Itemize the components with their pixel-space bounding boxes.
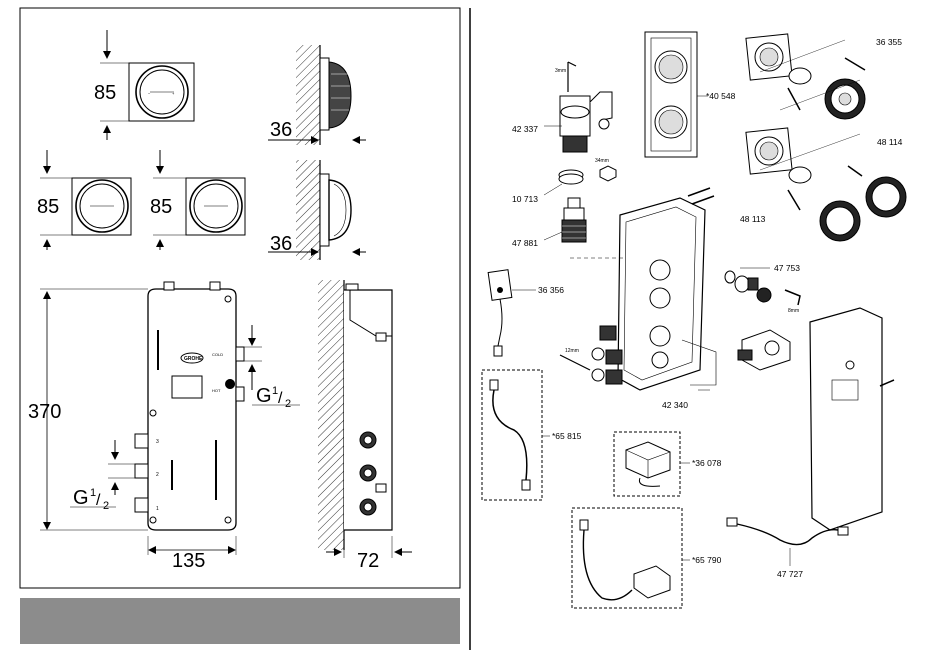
dim-top-button: 85	[94, 82, 116, 104]
part-valve	[562, 198, 586, 242]
port-3-label: 3	[156, 439, 159, 445]
button-plate-top: − +	[129, 63, 194, 121]
dim-right-button: 85	[150, 196, 172, 218]
label-65815: *65 815	[552, 431, 582, 441]
part-double-frame	[645, 32, 697, 157]
label-40548: *40 548	[706, 91, 736, 101]
label-12mm: 12mm	[565, 348, 579, 354]
part-power-supply-65790	[572, 508, 682, 608]
svg-text:/: /	[96, 492, 101, 509]
label-48113: 48 113	[740, 214, 766, 224]
body-front-view: GROHE COLD HOT 3 2 1	[135, 282, 244, 530]
label-48114: 48 114	[877, 137, 903, 147]
button-profile-top	[296, 45, 351, 145]
svg-text:G: G	[73, 487, 89, 509]
dim-depth-top: 36	[270, 119, 292, 141]
label-34mm: 34mm	[595, 158, 609, 164]
label-8mm: 8mm	[788, 308, 799, 314]
body-brand: GROHE	[184, 356, 203, 362]
thread-label-right: G 1 / 2	[256, 385, 291, 410]
label-47727: 47 727	[777, 569, 803, 579]
svg-text:2: 2	[285, 398, 291, 410]
label-42340: 42 340	[662, 400, 688, 410]
port-hot-label: HOT	[212, 388, 221, 393]
dim-body-height: 370	[28, 401, 61, 423]
dim-depth-bottom: 36	[270, 233, 292, 255]
dim-body-width: 135	[172, 550, 205, 572]
svg-text:G: G	[256, 385, 272, 407]
part-cable-65815	[482, 370, 542, 500]
part-cartridge	[560, 62, 612, 152]
dim-body-depth: 72	[357, 550, 379, 572]
label-36078: *36 078	[692, 458, 722, 468]
button-plate-right	[186, 178, 245, 235]
part-pressure-unit	[738, 330, 790, 370]
button-plate-left	[72, 178, 131, 235]
label-42337: 42 337	[512, 124, 538, 134]
part-mounting-frame	[810, 308, 894, 530]
svg-text:2: 2	[103, 500, 109, 512]
part-sensor	[488, 270, 512, 356]
label-47753: 47 753	[774, 263, 800, 273]
body-side-view	[318, 280, 392, 550]
part-check-valve	[725, 271, 800, 305]
svg-text:/: /	[278, 390, 283, 407]
label-10713: 10 713	[512, 194, 538, 204]
port-2-label: 2	[156, 472, 159, 478]
button-profile-bottom	[296, 160, 351, 260]
label-36355: 36 355	[876, 37, 902, 47]
label-47881: 47 881	[512, 238, 538, 248]
part-button-set-top	[746, 34, 865, 119]
footer-gray-bar	[20, 598, 460, 644]
thread-label-left: G 1 / 2	[73, 487, 109, 512]
port-cold-label: COLD	[212, 352, 223, 357]
label-65790: *65 790	[692, 555, 722, 565]
part-main-body	[570, 188, 714, 390]
label-3mm: 3mm	[555, 68, 566, 74]
port-1-label: 1	[156, 506, 159, 512]
label-36356: 36 356	[538, 285, 564, 295]
dim-left-button: 85	[37, 196, 59, 218]
part-ring	[559, 166, 616, 184]
part-battery-36078	[614, 432, 680, 496]
